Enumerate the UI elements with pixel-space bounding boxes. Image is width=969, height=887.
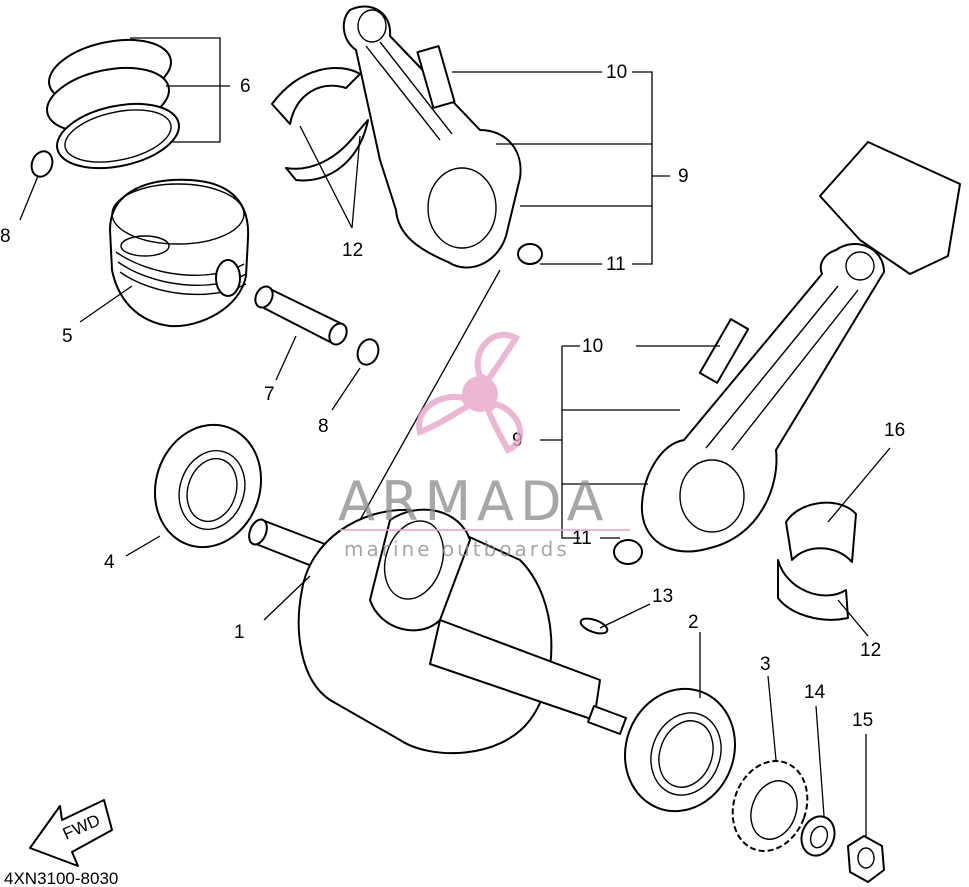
callout-7: 7 bbox=[264, 384, 275, 405]
callout-8-left: 8 bbox=[0, 226, 11, 247]
callout-11-right: 11 bbox=[572, 528, 592, 549]
crankshaft bbox=[248, 508, 627, 755]
callout-2: 2 bbox=[688, 612, 699, 633]
callout-3: 3 bbox=[760, 654, 771, 675]
callout-12-right: 12 bbox=[860, 640, 881, 661]
callout-12-top: 12 bbox=[342, 240, 363, 261]
watermark-tagline: marine outboards bbox=[344, 537, 570, 561]
leader-lines bbox=[19, 37, 891, 836]
watermark: ARMADA marine outboards bbox=[338, 331, 630, 561]
callout-8-middle: 8 bbox=[318, 416, 329, 437]
callout-16: 16 bbox=[884, 420, 905, 441]
callout-14: 14 bbox=[804, 682, 826, 703]
piston-rings bbox=[46, 38, 180, 170]
callout-10-top: 10 bbox=[606, 62, 627, 83]
connecting-rod-right bbox=[613, 141, 961, 565]
callout-5: 5 bbox=[62, 326, 73, 347]
propeller-icon bbox=[416, 331, 523, 454]
callout-11-top: 11 bbox=[606, 254, 626, 275]
callout-4: 4 bbox=[104, 552, 115, 573]
gear bbox=[731, 760, 809, 852]
callout-9-top: 9 bbox=[678, 166, 689, 187]
nut bbox=[847, 835, 885, 883]
watermark-brand: ARMADA bbox=[338, 470, 610, 533]
callout-13: 13 bbox=[652, 586, 673, 607]
washer bbox=[800, 815, 836, 857]
bearing-halves-top bbox=[271, 67, 369, 182]
fwd-arrow: FWD bbox=[29, 799, 113, 867]
circlip-middle bbox=[356, 338, 380, 366]
part-code: 4XN3100-8030 bbox=[4, 869, 118, 887]
callout-1: 1 bbox=[234, 622, 245, 643]
bearing-right bbox=[624, 687, 736, 813]
bearing-halves-right bbox=[777, 501, 857, 621]
piston bbox=[109, 178, 250, 328]
piston-pin bbox=[254, 285, 348, 346]
circlip-left bbox=[30, 150, 54, 178]
bearing-left bbox=[153, 423, 263, 549]
connecting-rod-top bbox=[342, 5, 543, 269]
callout-15: 15 bbox=[852, 710, 873, 731]
callout-6: 6 bbox=[240, 76, 251, 97]
callout-10-right: 10 bbox=[582, 336, 603, 357]
